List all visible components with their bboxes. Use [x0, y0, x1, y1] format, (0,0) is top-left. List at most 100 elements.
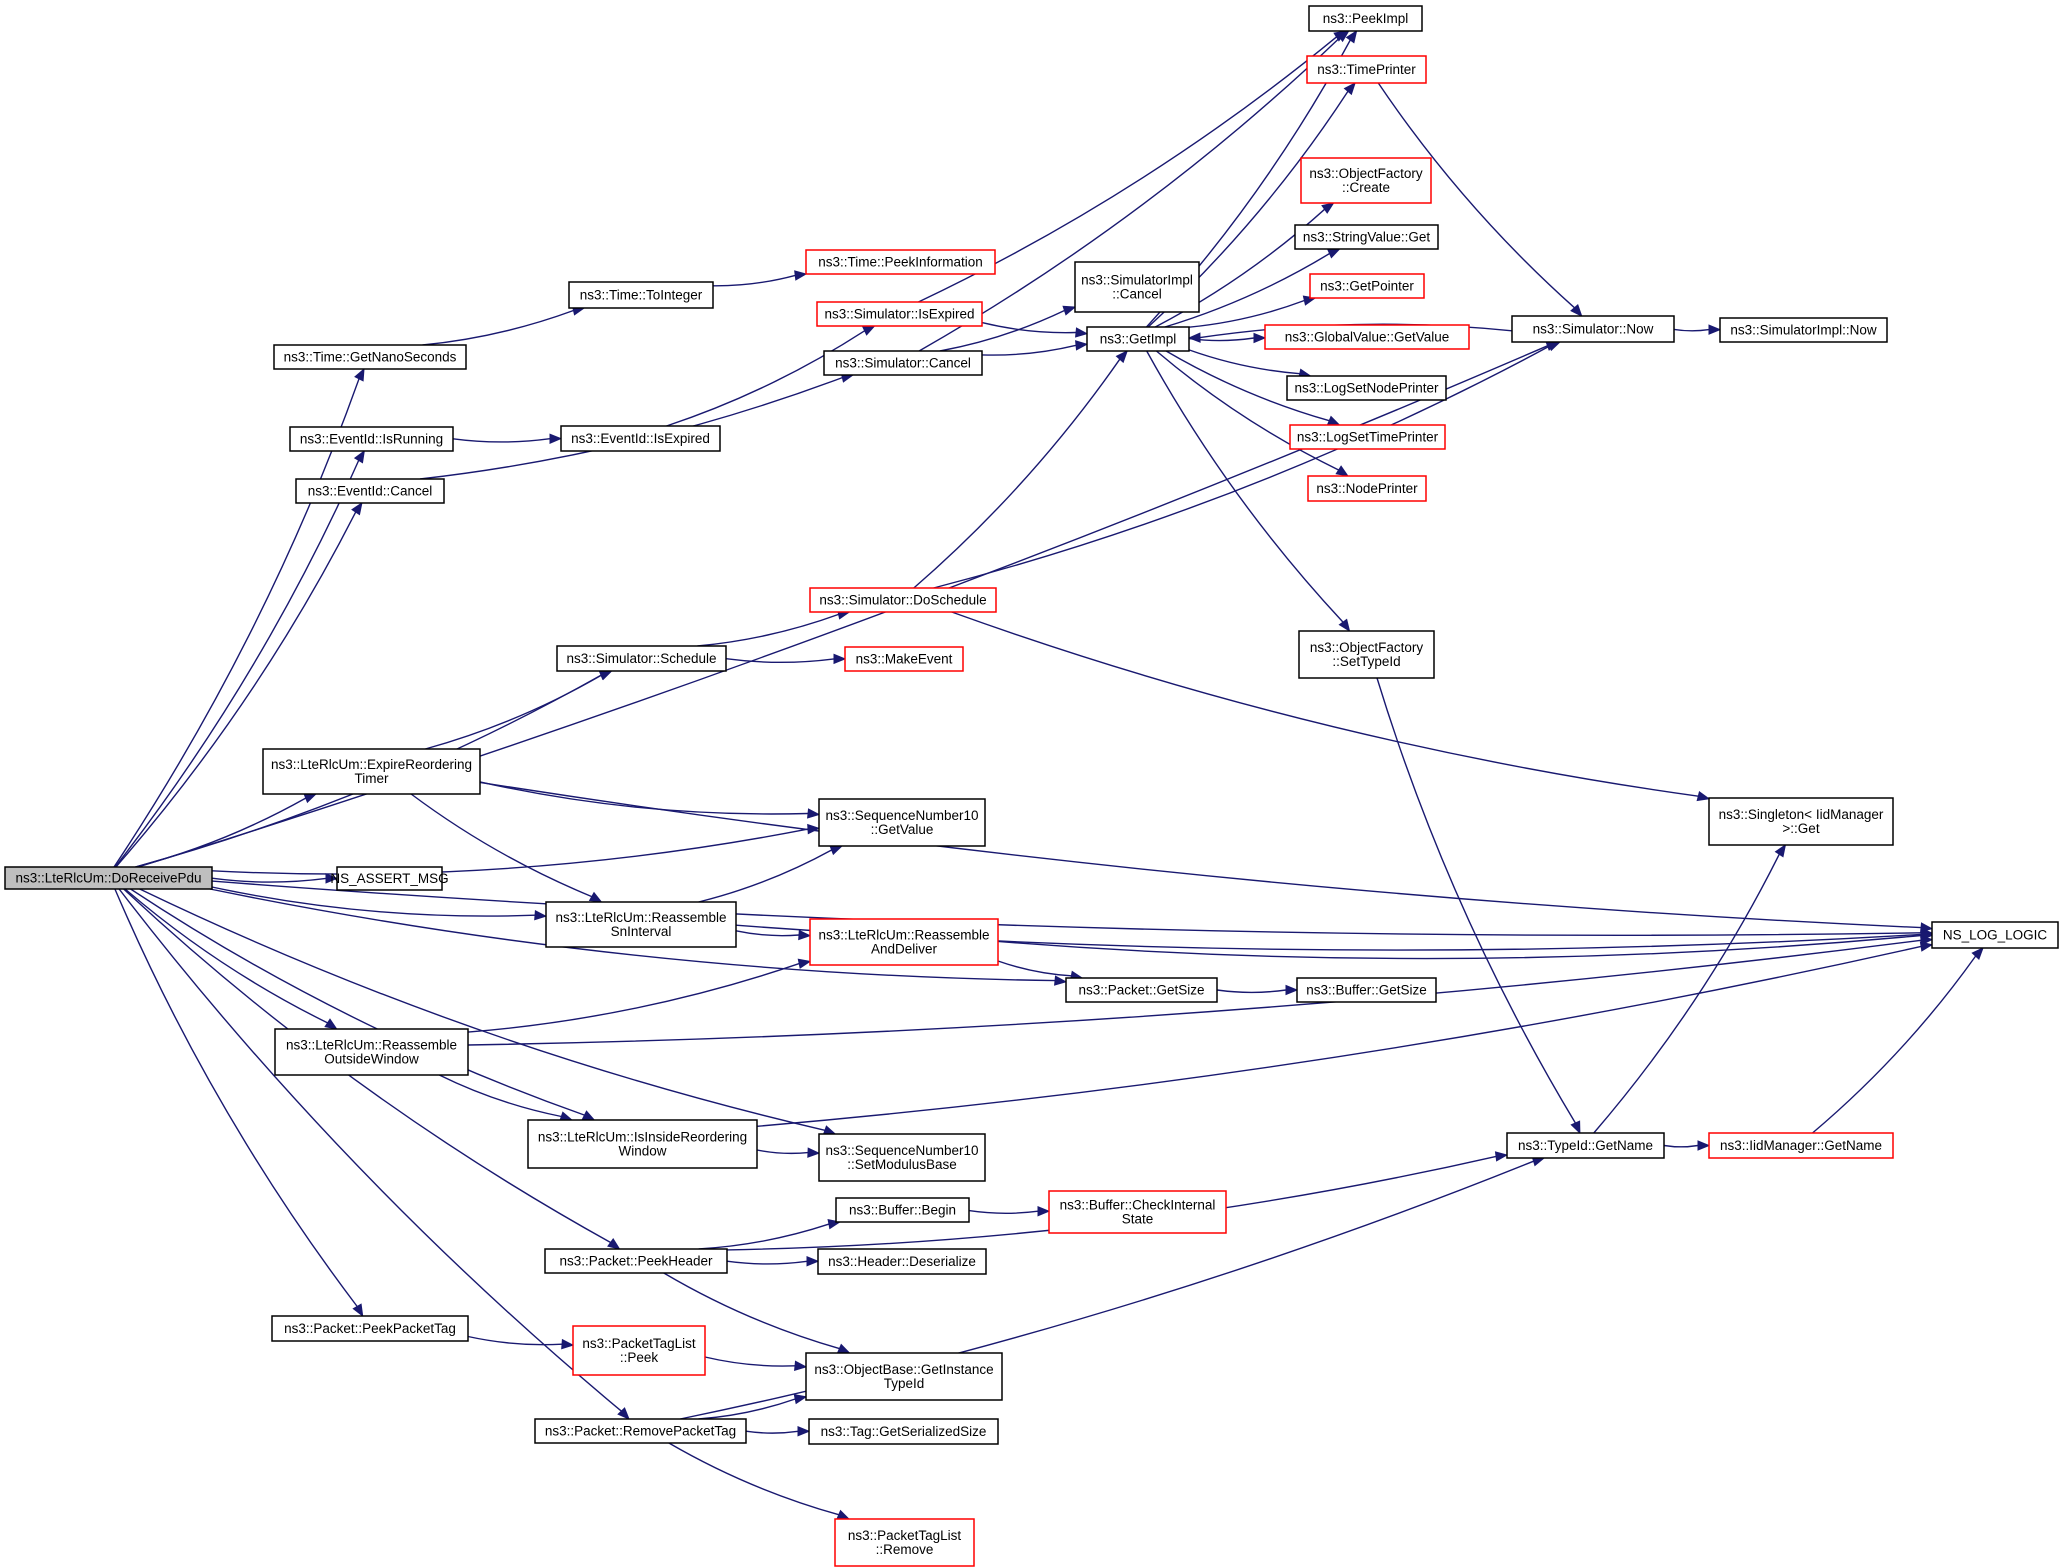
- node-packet-removepackettag[interactable]: ns3::Packet::RemovePacketTag: [534, 1418, 747, 1444]
- node-header-deserialize[interactable]: ns3::Header::Deserialize: [817, 1248, 987, 1275]
- node-box: [262, 748, 481, 795]
- node-packet-peekpackettag[interactable]: ns3::Packet::PeekPacketTag: [271, 1315, 469, 1342]
- node-label: ns3::LteRlcUm::Reassemble: [818, 928, 989, 943]
- arrowhead: [807, 823, 821, 835]
- node-get-nano-seconds[interactable]: ns3::Time::GetNanoSeconds: [273, 344, 467, 370]
- node-make-event[interactable]: ns3::MakeEvent: [844, 646, 964, 672]
- node-peek-information[interactable]: ns3::Time::PeekInformation: [805, 249, 996, 275]
- node-simulator-schedule[interactable]: ns3::Simulator::Schedule: [556, 645, 727, 672]
- node-box: [1294, 224, 1439, 250]
- edge-line: [666, 330, 865, 427]
- arrowhead: [1919, 941, 1934, 952]
- node-label: ns3::StringValue::Get: [1303, 230, 1431, 245]
- node-objectfactory-settypeid[interactable]: ns3::ObjectFactory::SetTypeId: [1298, 630, 1435, 679]
- node-seqnum-getvalue[interactable]: ns3::SequenceNumber10::GetValue: [818, 798, 986, 847]
- node-label: ns3::MakeEvent: [856, 652, 953, 667]
- node-typeid-getname[interactable]: ns3::TypeId::GetName: [1506, 1132, 1665, 1159]
- node-simulatorimpl-cancel[interactable]: ns3::SimulatorImpl::Cancel: [1074, 261, 1200, 313]
- node-label: NS_ASSERT_MSG: [330, 871, 448, 886]
- edge-eventid_is_running-to-eventid_is_expired: [452, 433, 563, 444]
- edge-get_impl-to-objectfactory_settypeid: [1146, 350, 1351, 633]
- node-packettaglist-remove[interactable]: ns3::PacketTagList::Remove: [834, 1518, 975, 1567]
- node-singleton-get[interactable]: ns3::Singleton< IidManager>::Get: [1708, 797, 1894, 846]
- node-node-printer[interactable]: ns3::NodePrinter: [1307, 475, 1427, 502]
- edge-line: [211, 880, 1922, 936]
- node-packet-getsize[interactable]: ns3::Packet::GetSize: [1065, 977, 1218, 1003]
- node-simulator-now[interactable]: ns3::Simulator::Now: [1511, 315, 1675, 343]
- edge-packettaglist_peek-to-objectbase_getinstancetypeid: [704, 1356, 808, 1371]
- node-do-receive-pdu[interactable]: ns3::LteRlcUm::DoReceivePdu: [4, 866, 213, 890]
- node-simulator-is-expired[interactable]: ns3::Simulator::IsExpired: [816, 301, 983, 327]
- edge-time_printer-to-simulator_now: [1377, 82, 1583, 317]
- edge-line: [756, 945, 1922, 1127]
- node-buffer-getsize[interactable]: ns3::Buffer::GetSize: [1296, 977, 1437, 1003]
- nodes-layer: ns3::LteRlcUm::DoReceivePdu ns3::Time::Ge…: [4, 5, 2059, 1567]
- node-get-pointer[interactable]: ns3::GetPointer: [1309, 273, 1425, 299]
- node-iidmanager-getname[interactable]: ns3::IidManager::GetName: [1708, 1132, 1894, 1159]
- node-simulatorimpl-now[interactable]: ns3::SimulatorImpl::Now: [1719, 317, 1888, 343]
- arrowhead: [836, 1509, 851, 1520]
- node-eventid-is-expired[interactable]: ns3::EventId::IsExpired: [560, 425, 721, 452]
- edge-typeid_getname-to-singleton_get: [1593, 843, 1787, 1134]
- node-packet-peekheader[interactable]: ns3::Packet::PeekHeader: [544, 1248, 728, 1274]
- edge-do_receive_pdu-to-packet_peekpackettag: [114, 888, 364, 1318]
- arrowhead: [861, 325, 876, 336]
- edge-line: [981, 321, 1077, 334]
- arrowhead: [1570, 1120, 1581, 1135]
- node-time-printer[interactable]: ns3::TimePrinter: [1306, 55, 1427, 84]
- edge-simulator_schedule-to-make_event: [725, 653, 847, 665]
- node-packettaglist-peek[interactable]: ns3::PacketTagList::Peek: [572, 1325, 706, 1376]
- node-buffer-begin[interactable]: ns3::Buffer::Begin: [835, 1197, 970, 1223]
- edge-line: [139, 888, 826, 1131]
- node-eventid-cancel[interactable]: ns3::EventId::Cancel: [295, 478, 445, 504]
- edge-expire_reordering_timer-to-ns_log_logic: [479, 781, 1934, 933]
- node-seqnum-setmodulusbase[interactable]: ns3::SequenceNumber10::SetModulusBase: [818, 1133, 986, 1182]
- node-eventid-is-running[interactable]: ns3::EventId::IsRunning: [289, 426, 454, 452]
- node-simulator-cancel[interactable]: ns3::Simulator::Cancel: [823, 350, 983, 376]
- node-ns-assert-msg[interactable]: NS_ASSERT_MSG: [330, 866, 449, 891]
- arrowhead: [607, 1238, 621, 1250]
- node-box: [1306, 55, 1427, 84]
- node-label: ns3::Header::Deserialize: [828, 1254, 976, 1269]
- edge-reassemble_outside_window-to-reassemble_and_deliver: [467, 958, 812, 1033]
- node-label: ns3::Time::GetNanoSeconds: [284, 350, 457, 365]
- edge-line: [697, 613, 839, 647]
- node-label: ::SetTypeId: [1332, 654, 1400, 669]
- arrowhead: [1115, 350, 1129, 364]
- edge-buffer_begin-to-buffer_check_internal_state: [968, 1205, 1051, 1217]
- node-objectfactory-create[interactable]: ns3::ObjectFactory::Create: [1300, 157, 1432, 204]
- node-tag-getserializedsize[interactable]: ns3::Tag::GetSerializedSize: [808, 1418, 999, 1445]
- node-label: >::Get: [1782, 821, 1819, 836]
- node-box: [1298, 630, 1435, 679]
- edge-line: [211, 886, 536, 917]
- node-globalvalue-getvalue[interactable]: ns3::GlobalValue::GetValue: [1264, 324, 1470, 350]
- node-label: ns3::Simulator::Cancel: [835, 356, 971, 371]
- node-label: ns3::EventId::IsExpired: [571, 431, 710, 446]
- edge-line: [130, 888, 585, 1116]
- node-label: ns3::PacketTagList: [848, 1528, 962, 1543]
- edge-line: [698, 1223, 830, 1250]
- node-log-set-time-printer[interactable]: ns3::LogSetTimePrinter: [1289, 424, 1446, 450]
- edge-line: [422, 309, 574, 346]
- arrowhead: [1075, 327, 1089, 338]
- node-log-set-node-printer[interactable]: ns3::LogSetNodePrinter: [1286, 375, 1447, 401]
- edge-do_receive_pdu-to-eventid_is_running: [114, 449, 365, 868]
- node-stringvalue-get[interactable]: ns3::StringValue::Get: [1294, 224, 1439, 250]
- node-to-integer[interactable]: ns3::Time::ToInteger: [568, 281, 714, 309]
- node-simulator-do-schedule[interactable]: ns3::Simulator::DoSchedule: [809, 587, 997, 613]
- node-box: [4, 866, 213, 890]
- edge-line: [1155, 350, 1339, 471]
- node-ns-log-logic[interactable]: NS_LOG_LOGIC: [1931, 921, 2059, 949]
- node-box: [271, 1315, 469, 1342]
- edge-line: [968, 1209, 1039, 1215]
- node-get-impl[interactable]: ns3::GetImpl: [1086, 326, 1190, 352]
- node-peek-impl[interactable]: ns3::PeekImpl: [1308, 5, 1423, 32]
